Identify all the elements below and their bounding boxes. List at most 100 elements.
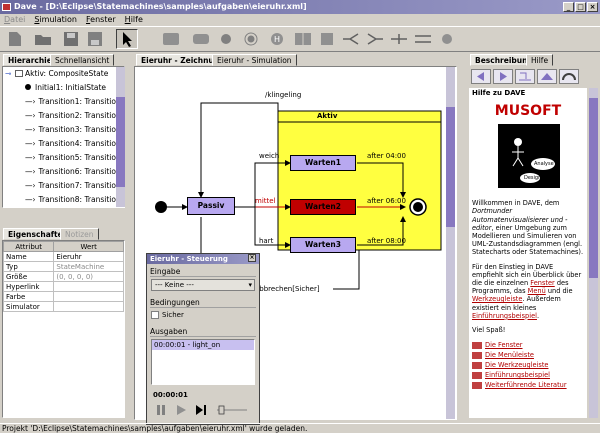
col-attr: Attribut bbox=[2, 241, 55, 252]
musoft-logo: MUSOFT Analyse Design bbox=[490, 104, 566, 191]
close-button[interactable]: × bbox=[587, 2, 598, 12]
hierarchy-tree: ⊸Aktiv: CompositeState Initial1: Initial… bbox=[2, 66, 125, 208]
help-paragraph-3: Viel Spaß! bbox=[472, 326, 506, 335]
initial-state-icon[interactable] bbox=[215, 29, 237, 49]
help-link-item[interactable]: Die Werkzeugleiste bbox=[472, 360, 584, 370]
merge-icon[interactable] bbox=[388, 29, 410, 49]
tab-hierarchy[interactable]: Hierarchie bbox=[3, 54, 57, 66]
pause-icon[interactable] bbox=[155, 404, 167, 416]
state-passiv[interactable]: Passiv bbox=[187, 197, 235, 215]
save-icon[interactable] bbox=[60, 29, 82, 49]
scroll-thumb[interactable] bbox=[589, 98, 598, 278]
tab-simulation[interactable]: Eieruhr - Simulation bbox=[212, 54, 297, 66]
final-state-icon[interactable] bbox=[240, 29, 262, 49]
tree-item[interactable]: —›Transition3: Transition bbox=[25, 125, 121, 134]
sync-icon[interactable] bbox=[412, 29, 434, 49]
tree-item[interactable]: —›Transition2: Transition bbox=[25, 111, 121, 120]
link-einfuehrungsbeispiel[interactable]: Einführungsbeispiel bbox=[472, 311, 537, 320]
step-forward-icon[interactable] bbox=[195, 404, 207, 416]
state-icon[interactable] bbox=[190, 29, 212, 49]
tree-item[interactable]: ⊸Aktiv: CompositeState bbox=[5, 69, 109, 78]
conditions-header: Bedingungen bbox=[150, 298, 256, 308]
history-icon[interactable]: H bbox=[266, 29, 288, 49]
speed-slider[interactable] bbox=[215, 404, 249, 416]
help-link-item[interactable]: Einführungsbeispiel bbox=[472, 370, 584, 380]
status-bar: Projekt 'D:\Eclipse\Statemachines\sample… bbox=[0, 423, 600, 433]
pseudo-icon[interactable] bbox=[436, 29, 458, 49]
save-as-icon[interactable] bbox=[84, 29, 106, 49]
select-arrow-icon[interactable] bbox=[116, 29, 138, 49]
label-abbrechen: abbrechen[Sicher] bbox=[255, 285, 320, 293]
play-icon[interactable] bbox=[175, 404, 187, 416]
tab-quickview[interactable]: Schnellansicht bbox=[50, 54, 115, 66]
sicher-checkbox[interactable] bbox=[151, 311, 159, 319]
table-row[interactable]: Farbe bbox=[2, 291, 124, 302]
state-warten3[interactable]: Warten3 bbox=[290, 237, 356, 253]
reload-icon[interactable] bbox=[559, 69, 579, 84]
menu-fenster[interactable]: Fenster bbox=[85, 15, 116, 24]
app-icon bbox=[2, 3, 11, 11]
state-warten1[interactable]: Warten1 bbox=[290, 155, 356, 171]
state-warten2[interactable]: Warten2 bbox=[290, 199, 356, 215]
table-row[interactable]: Hyperlink bbox=[2, 281, 124, 292]
help-content: Hilfe zu DAVE MUSOFT Analyse Design Will… bbox=[469, 88, 587, 418]
tree-item[interactable]: Initial1: InitialState bbox=[25, 81, 106, 95]
help-link-item[interactable]: Weiterführende Literatur bbox=[472, 380, 584, 390]
menu-hilfe[interactable]: Hilfe bbox=[124, 15, 143, 24]
help-link-item[interactable]: Die Menüleiste bbox=[472, 350, 584, 360]
scroll-thumb[interactable] bbox=[446, 107, 455, 227]
toolbar: H bbox=[0, 26, 600, 52]
tree-item[interactable]: —›Transition7: Transition bbox=[25, 181, 121, 190]
up-icon[interactable] bbox=[537, 69, 557, 84]
output-item[interactable]: 00:00:01 - light_on bbox=[152, 340, 254, 350]
help-link-item[interactable]: Die Fenster bbox=[472, 340, 584, 350]
forward-icon[interactable] bbox=[493, 69, 513, 84]
input-select[interactable]: --- Keine --- ▾ bbox=[151, 279, 255, 291]
output-list[interactable]: 00:00:01 - light_on bbox=[151, 339, 255, 385]
new-icon[interactable] bbox=[4, 29, 26, 49]
col-value: Wert bbox=[53, 241, 124, 252]
fork-icon[interactable] bbox=[340, 29, 362, 49]
help-scrollbar[interactable] bbox=[589, 88, 598, 418]
tree-item[interactable]: —›Transition1: Transition bbox=[25, 97, 121, 106]
control-window-title: Eieruhr - Steuerung × bbox=[147, 254, 259, 264]
scroll-thumb[interactable] bbox=[116, 97, 125, 187]
back-icon[interactable] bbox=[471, 69, 491, 84]
tree-scrollbar[interactable] bbox=[116, 67, 125, 207]
open-icon[interactable] bbox=[32, 29, 54, 49]
table-row[interactable]: Simulator bbox=[2, 301, 124, 312]
tree-item[interactable]: —›Transition4: Transition bbox=[25, 139, 121, 148]
maximize-button[interactable]: □ bbox=[575, 2, 586, 12]
tree-item[interactable]: —›Transition8: Transition bbox=[25, 195, 121, 204]
menu-datei[interactable]: Datei bbox=[4, 15, 26, 24]
minimize-button[interactable]: _ bbox=[563, 2, 574, 12]
link-fenster[interactable]: Fenster bbox=[530, 279, 555, 288]
link-menue[interactable]: Menü bbox=[527, 287, 546, 296]
arrow-icon bbox=[472, 381, 482, 389]
join-icon[interactable] bbox=[364, 29, 386, 49]
close-icon[interactable]: × bbox=[248, 254, 256, 262]
link-werkzeugleiste[interactable]: Werkzeugleiste bbox=[472, 295, 523, 304]
arrow-icon bbox=[472, 371, 482, 379]
tab-help[interactable]: Hilfe bbox=[526, 54, 554, 66]
label-hart: hart bbox=[259, 237, 274, 245]
arrow-icon bbox=[472, 341, 482, 349]
arrow-icon bbox=[472, 351, 482, 359]
concurrent-state-icon[interactable] bbox=[292, 29, 314, 49]
tree-item[interactable]: —›Transition5: Transition bbox=[25, 153, 121, 162]
home-icon[interactable] bbox=[515, 69, 535, 84]
window-titlebar: Dave - [D:\Eclipse\Statemachines\samples… bbox=[0, 0, 600, 14]
menu-simulation[interactable]: Simulation bbox=[34, 15, 77, 24]
split-icon[interactable] bbox=[316, 29, 338, 49]
chevron-down-icon: ▾ bbox=[248, 281, 252, 289]
label-mittel: mittel bbox=[255, 197, 276, 205]
table-row[interactable]: Größe(0, 0, 0, 0) bbox=[2, 271, 124, 282]
tree-item[interactable]: —›Transition6: Transition bbox=[25, 167, 121, 176]
composite-state-icon[interactable] bbox=[160, 29, 182, 49]
condition-sicher[interactable]: Sicher bbox=[151, 311, 184, 319]
tab-notes[interactable]: Notizen bbox=[60, 228, 99, 240]
help-nav bbox=[469, 67, 589, 87]
canvas-scrollbar[interactable] bbox=[446, 67, 455, 419]
